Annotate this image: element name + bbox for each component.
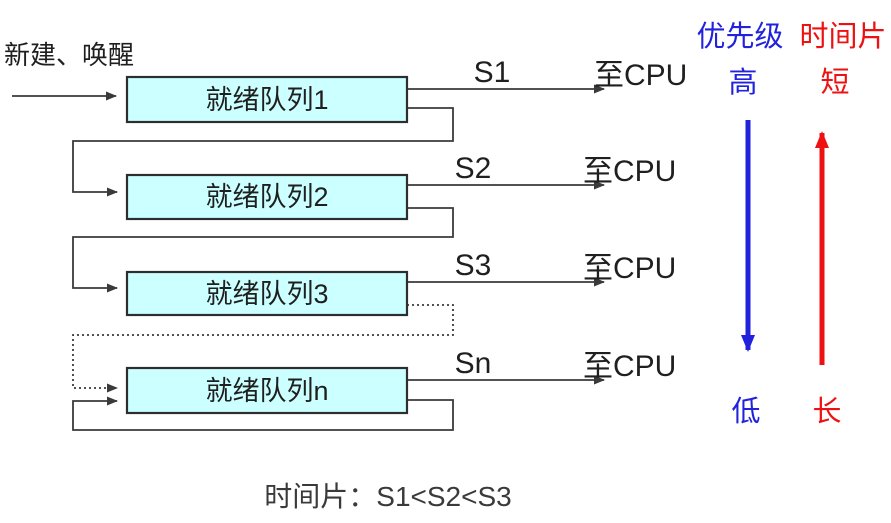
queue-label-1: 就绪队列1 <box>205 85 328 115</box>
flow-lines <box>12 84 605 431</box>
entry-label: 新建、唤醒 <box>4 40 134 70</box>
to-cpu-label-2: 至CPU <box>583 155 676 188</box>
queue-box-n <box>125 366 409 415</box>
diagram-text: 新建、唤醒 就绪队列1 就绪队列2 就绪队列3 就绪队列n S1 S2 S3 S… <box>4 40 687 406</box>
priority-title: 优先级 <box>696 20 783 53</box>
timeslice-label-sn: Sn <box>455 347 492 380</box>
timeslice-short-label: 短 <box>820 66 849 99</box>
queue-label-3: 就绪队列3 <box>205 279 328 309</box>
to-cpu-label-n: 至CPU <box>583 350 676 383</box>
priority-high-label: 高 <box>728 66 757 99</box>
feedback-arrow-q1-to-q2 <box>72 107 454 197</box>
to-cpu-label-1: 至CPU <box>594 59 687 92</box>
timeslice-column: 时间片 短 长 <box>799 20 886 428</box>
feedback-arrow-q3-to-qn-dotted <box>72 304 454 393</box>
queue-label-n: 就绪队列n <box>205 376 328 406</box>
queue-box-1 <box>125 75 409 124</box>
timeslice-label-s1: S1 <box>474 56 511 89</box>
timeslice-label-s2: S2 <box>455 152 492 185</box>
self-loop-arrow-qn <box>72 396 454 431</box>
timeslice-title: 时间片 <box>799 20 886 53</box>
timeslice-long-label: 长 <box>812 395 841 428</box>
feedback-arrow-q2-to-q3 <box>72 207 454 293</box>
to-cpu-label-3: 至CPU <box>583 252 676 285</box>
bottom-caption: 时间片：S1<S2<S3 <box>264 481 511 512</box>
queue-boxes <box>125 75 409 415</box>
priority-low-label: 低 <box>731 395 760 428</box>
priority-column: 优先级 高 低 <box>696 20 783 428</box>
queue-box-3 <box>125 270 409 317</box>
timeslice-label-s3: S3 <box>455 249 492 282</box>
queue-box-2 <box>125 173 409 221</box>
queue-label-2: 就绪队列2 <box>205 182 328 212</box>
